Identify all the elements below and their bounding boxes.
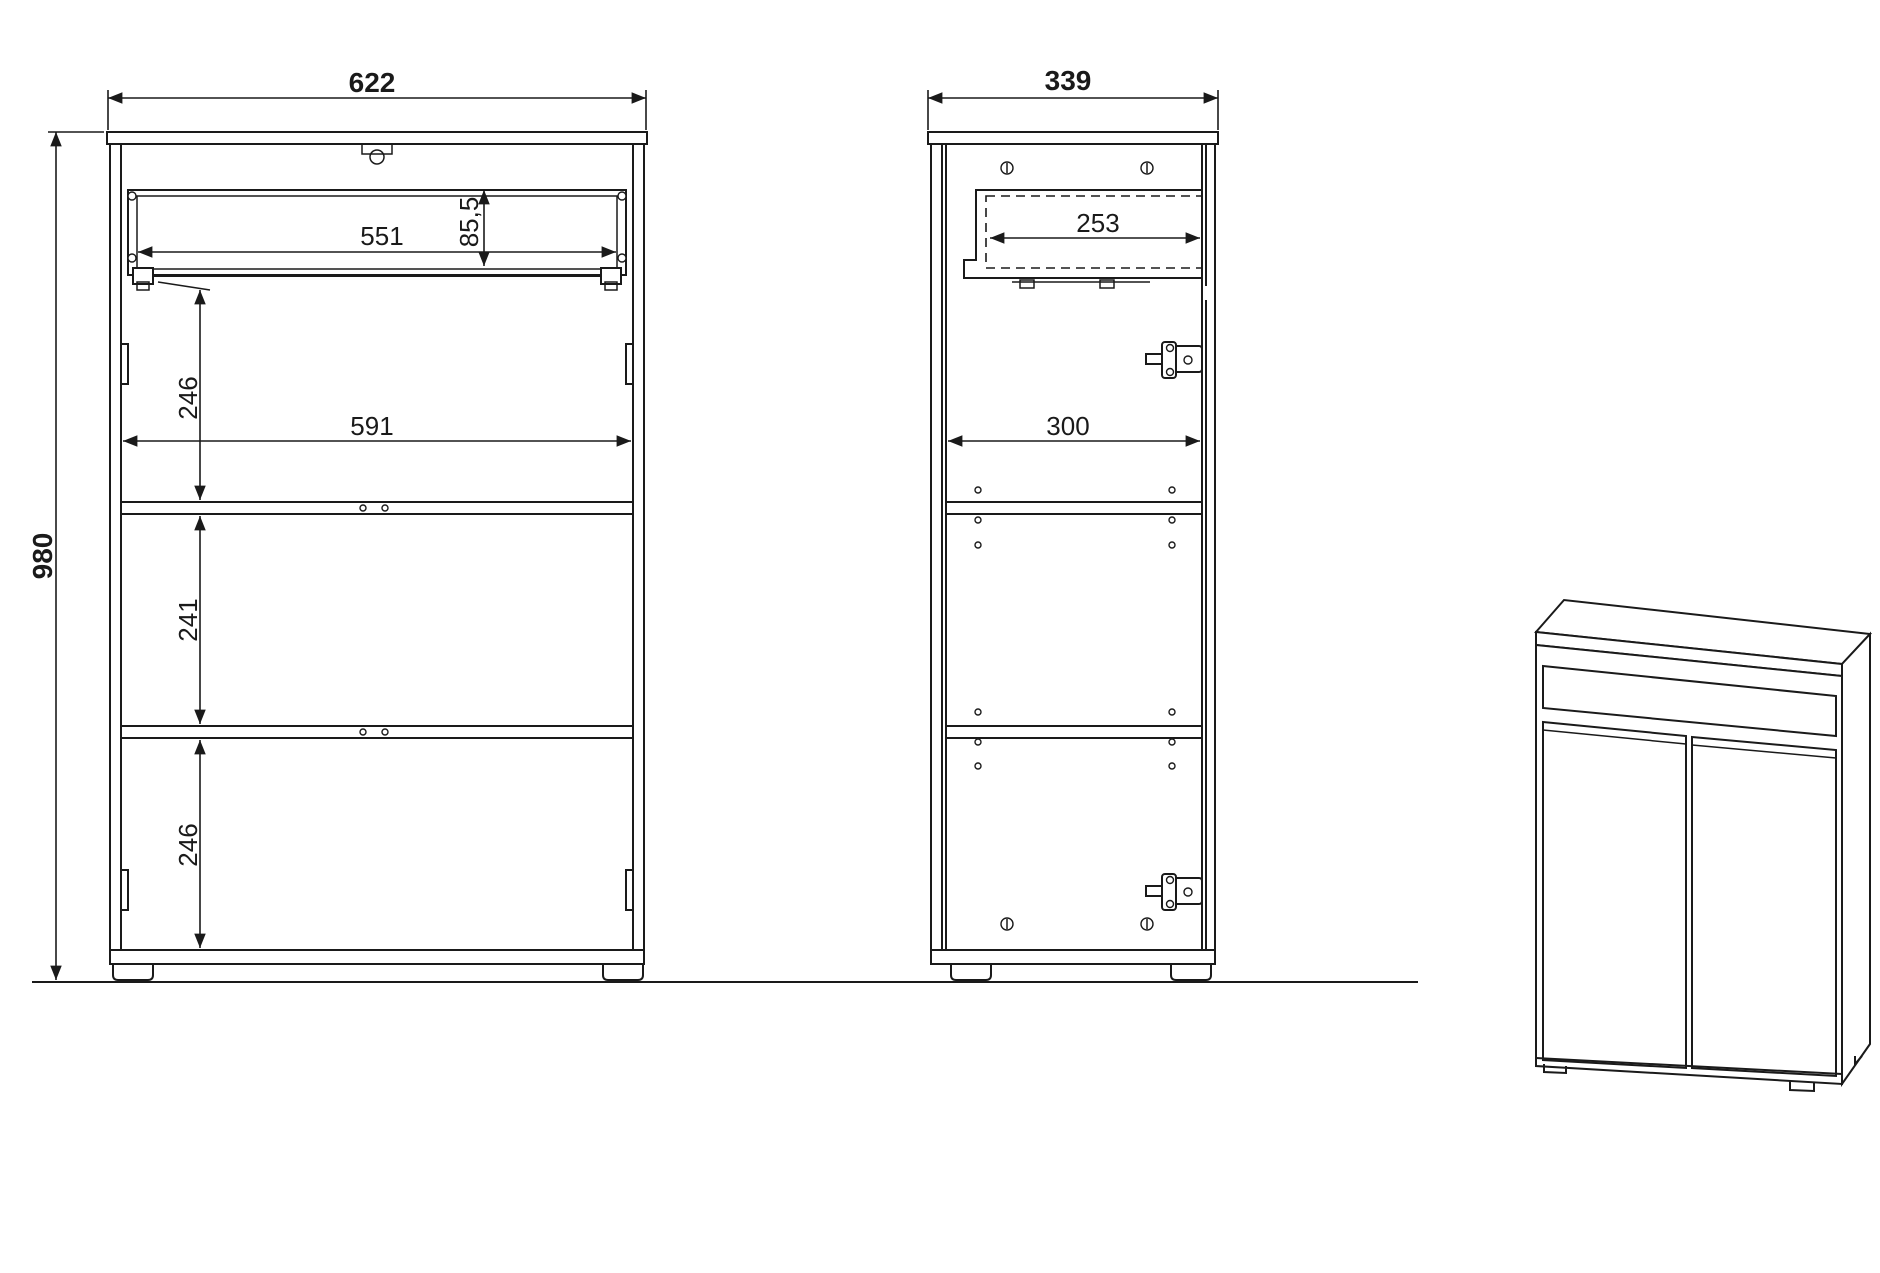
dim-drawer-height: 85,5: [454, 197, 484, 248]
side-view: 339 253 300: [927, 65, 1219, 981]
dim-shelf-depth: 300: [1046, 411, 1089, 441]
height-dimension: 980: [27, 131, 104, 980]
dim-drawer-width: 551: [360, 221, 403, 251]
front-view: 622 551 85,5 591 246 241 246: [106, 67, 648, 981]
dim-drawer-depth: 253: [1076, 208, 1119, 238]
hinge-lower: [1145, 873, 1203, 911]
dim-overall-height: 980: [27, 533, 58, 580]
dim-side-depth: 339: [1045, 65, 1092, 96]
dim-compartment-bottom: 246: [173, 823, 203, 866]
dim-compartment-top: 246: [173, 376, 203, 419]
dim-front-width: 622: [349, 67, 396, 98]
hinge-upper: [1145, 341, 1203, 379]
dim-inner-width: 591: [350, 411, 393, 441]
dim-compartment-middle: 241: [173, 598, 203, 641]
perspective-view: [1533, 598, 1873, 1093]
